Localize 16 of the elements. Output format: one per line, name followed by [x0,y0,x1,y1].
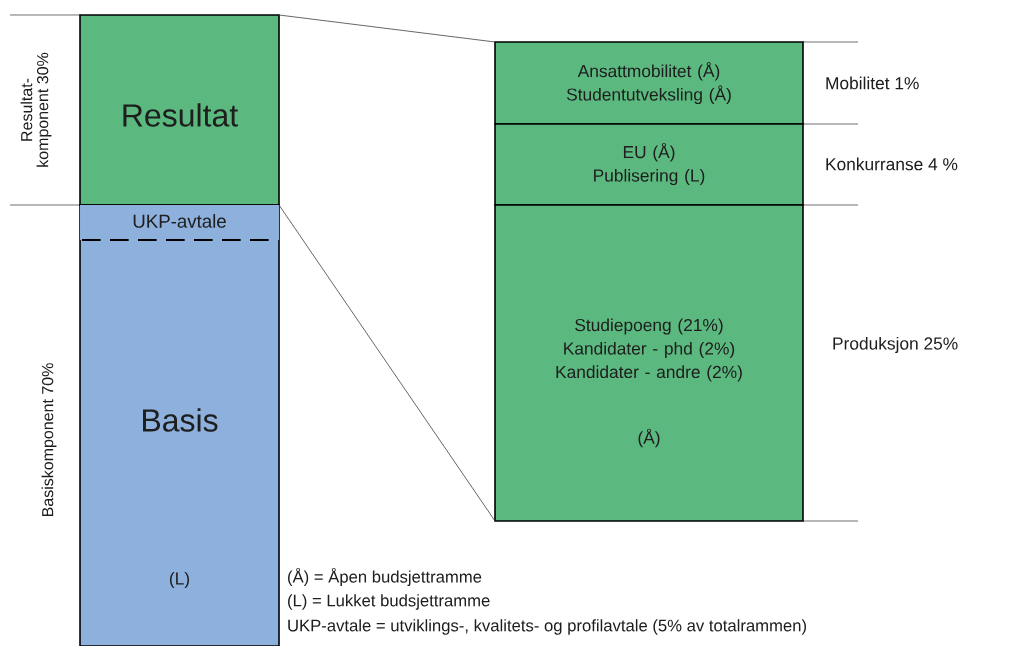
zoom-line [278,204,496,522]
legend-note: (L) = Lukket budsjettramme [288,594,490,610]
node-label: Studiepoeng (21%) Kandidater - phd (2%) Kandidater - andre (2%) [556,318,742,382]
side-label: Produksjon 25% [833,336,958,354]
agreement-band: UKP-avtale [80,205,279,242]
node-label: (Å) [638,428,660,448]
axis-label: Basiskomponent 70% [41,363,57,517]
zoom-line [278,14,496,43]
legend-note: UKP-avtale = utviklings-, kvalitets- og profilavtale (5% av totalrammen) [288,619,806,635]
segment-box: Ansattmobilitet (Å) Studentutveksling (Å) [494,41,804,125]
result-bar: Resultat [79,14,280,206]
side-label: Mobilitet 1% [826,76,919,90]
segment-box: EU (Å) Publisering (L) [494,123,804,206]
side-label: Konkurranse 4 % [826,157,958,171]
axis-label: Resultat- komponent 30% [20,52,52,167]
legend-note: (Å) = Åpen budsjettramme [288,567,482,586]
